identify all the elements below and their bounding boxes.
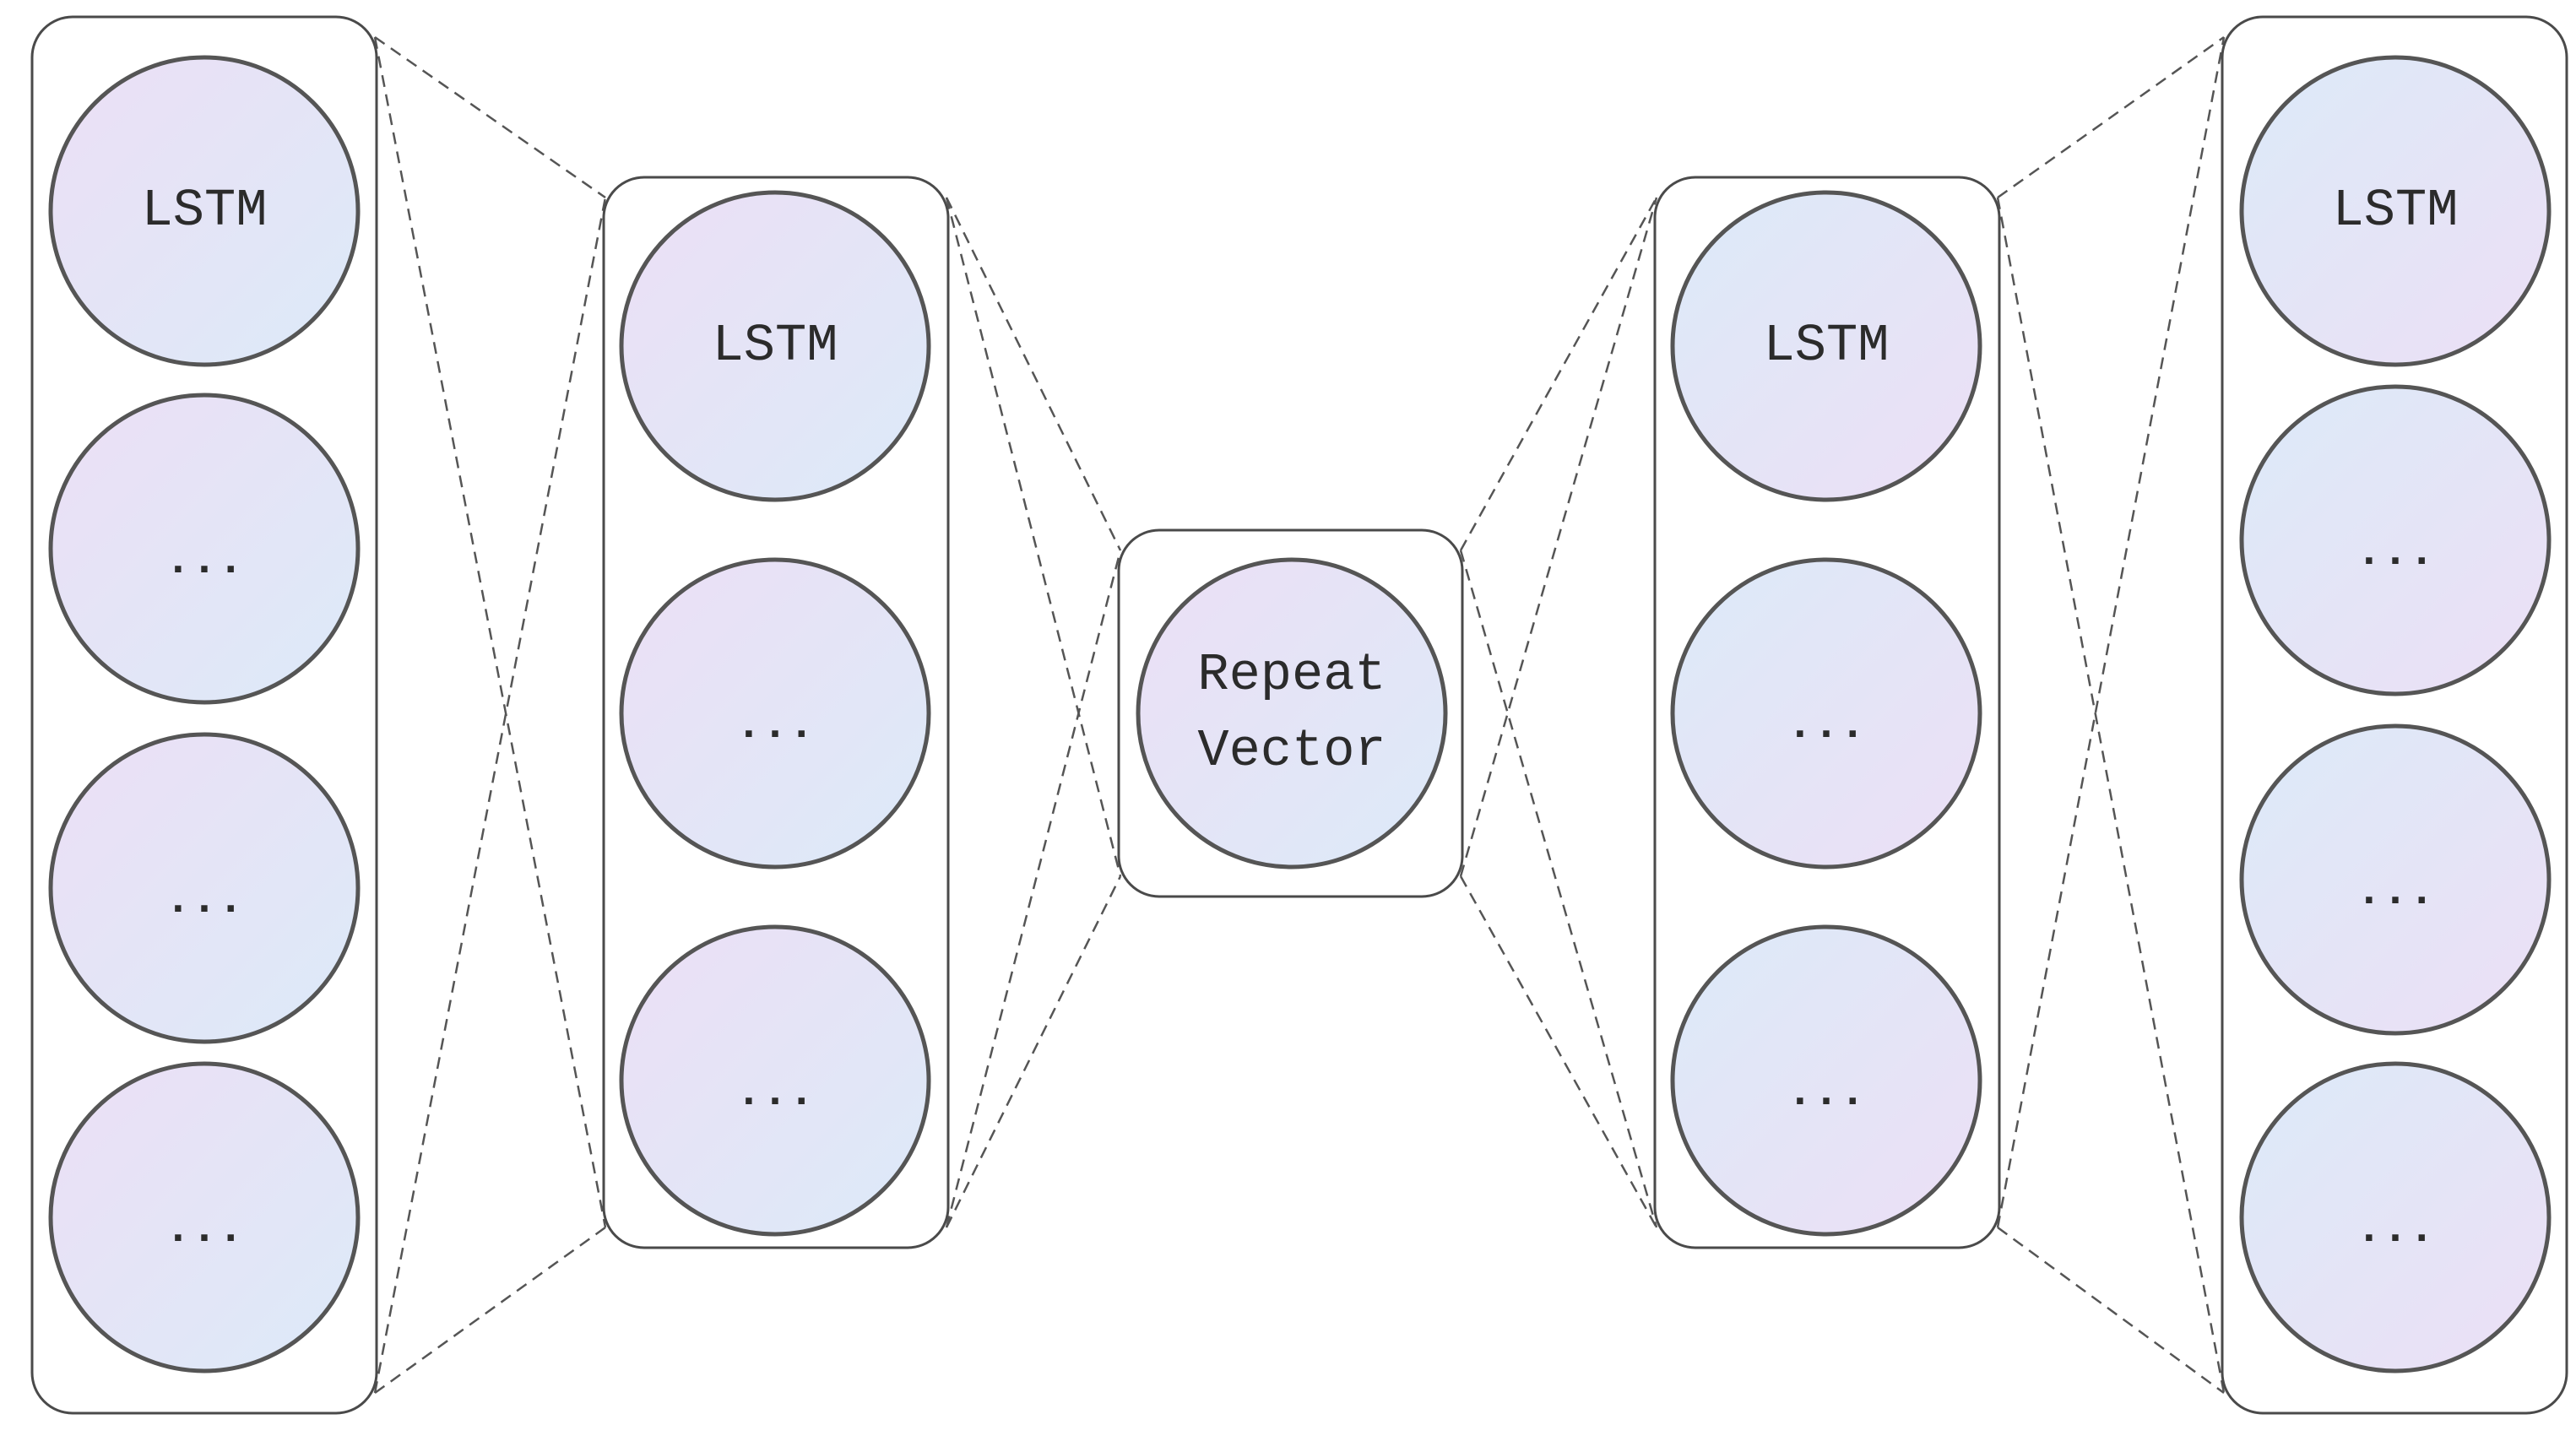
connector-bottleneck-to-decoder-hidden-4 (1459, 197, 1658, 877)
node-label-encoder-input-3: ... (165, 875, 244, 925)
connector-encoder-hidden-to-bottleneck-4 (945, 550, 1122, 1228)
node-circle-encoder-hidden-1 (619, 190, 931, 502)
node-label-decoder-hidden-2: ... (1787, 701, 1866, 750)
connector-decoder-hidden-to-decoder-output-4 (1996, 36, 2226, 1228)
node-circle-encoder-input-1 (48, 55, 361, 367)
node-circle-encoder-input-3 (48, 732, 361, 1044)
node-label-decoder-output-2: ... (2356, 528, 2435, 577)
node-label-encoder-input-4: ... (165, 1205, 244, 1254)
layer-box-encoder-input (30, 15, 378, 1415)
node-circle-decoder-hidden-2 (1670, 557, 1982, 870)
node-label-encoder-input-2: ... (165, 536, 244, 586)
layer-box-decoder-output (2221, 15, 2568, 1415)
connector-encoder-input-to-encoder-hidden-4 (373, 197, 607, 1394)
connector-encoder-input-to-encoder-hidden-2 (374, 1226, 606, 1395)
node-label-decoder-hidden-3: ... (1787, 1068, 1866, 1118)
connector-encoder-hidden-to-bottleneck-1 (945, 197, 1122, 551)
node-circle-decoder-output-2 (2239, 384, 2552, 696)
node-circle-decoder-hidden-3 (1670, 924, 1982, 1237)
connector-decoder-hidden-to-decoder-output-2 (1997, 1226, 2225, 1395)
node-circle-encoder-hidden-2 (619, 557, 931, 870)
node-circle-decoder-hidden-1 (1670, 190, 1982, 502)
connector-encoder-hidden-to-bottleneck-2 (945, 875, 1122, 1228)
connector-bottleneck-to-decoder-hidden-2 (1459, 875, 1658, 1228)
connector-encoder-input-to-encoder-hidden-1 (374, 35, 606, 199)
node-circle-decoder-output-4 (2239, 1061, 2552, 1373)
node-circle-encoder-hidden-3 (619, 924, 931, 1237)
node-label-encoder-hidden-1: LSTM (713, 316, 838, 376)
node-label-encoder-hidden-2: ... (735, 701, 815, 750)
connectors (373, 35, 2226, 1395)
node-circle-encoder-input-2 (48, 393, 361, 705)
connector-decoder-hidden-to-decoder-output-3 (1996, 197, 2226, 1394)
node-label-decoder-output-4: ... (2356, 1205, 2435, 1254)
connector-bottleneck-to-decoder-hidden-3 (1459, 550, 1658, 1228)
node-circle-decoder-output-3 (2239, 723, 2552, 1036)
node-circle-decoder-output-1 (2239, 55, 2552, 367)
node-label-decoder-output-1: LSTM (2333, 181, 2459, 241)
node-label-decoder-output-3: ... (2356, 867, 2435, 917)
connector-decoder-hidden-to-decoder-output-1 (1997, 35, 2225, 199)
connector-encoder-input-to-encoder-hidden-3 (373, 36, 607, 1228)
node-circle-encoder-input-4 (48, 1061, 361, 1373)
node-label-decoder-hidden-1: LSTM (1764, 316, 1890, 376)
connector-bottleneck-to-decoder-hidden-1 (1459, 197, 1658, 551)
node-label-encoder-hidden-3: ... (735, 1068, 815, 1118)
node-circle-bottleneck-1 (1136, 557, 1448, 870)
connector-encoder-hidden-to-bottleneck-3 (945, 197, 1122, 877)
node-label-encoder-input-1: LSTM (142, 181, 268, 241)
